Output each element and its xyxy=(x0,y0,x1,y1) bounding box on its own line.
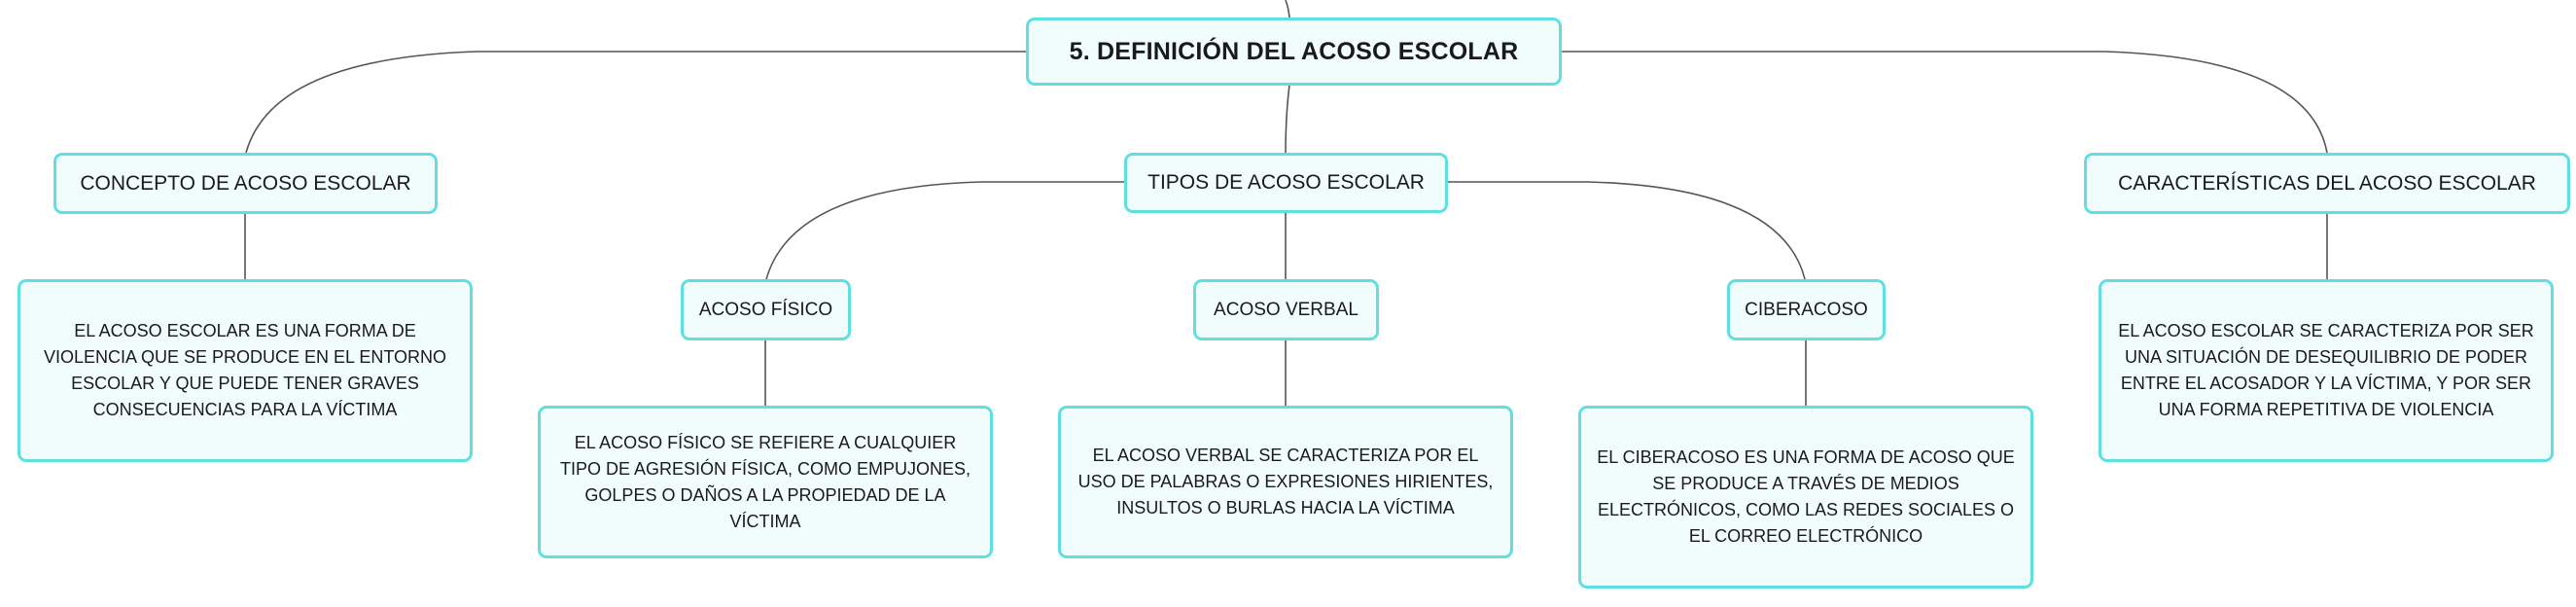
topic-acoso-fisico-label: ACOSO FÍSICO xyxy=(698,299,833,320)
desc-acoso-fisico[interactable]: EL ACOSO FÍSICO SE REFIERE A CUALQUIER T… xyxy=(538,406,993,558)
topic-caracteristicas[interactable]: CARACTERÍSTICAS DEL ACOSO ESCOLAR xyxy=(2084,153,2570,214)
topic-tipos[interactable]: TIPOS DE ACOSO ESCOLAR xyxy=(1124,153,1448,213)
desc-ciberacoso[interactable]: EL CIBERACOSO ES UNA FORMA DE ACOSO QUE … xyxy=(1578,406,2033,589)
connector-root-tipos xyxy=(1285,84,1290,154)
connector-tipos-ciber xyxy=(1446,181,1806,280)
desc-acoso-verbal-text: EL ACOSO VERBAL SE CARACTERIZA POR EL US… xyxy=(1077,446,1494,518)
desc-caracteristicas[interactable]: EL ACOSO ESCOLAR SE CARACTERIZA POR SER … xyxy=(2099,279,2554,462)
topic-concepto-label: CONCEPTO DE ACOSO ESCOLAR xyxy=(80,171,411,195)
desc-caracteristicas-text: EL ACOSO ESCOLAR SE CARACTERIZA POR SER … xyxy=(2118,321,2534,419)
topic-caracteristicas-label: CARACTERÍSTICAS DEL ACOSO ESCOLAR xyxy=(2118,171,2536,195)
topic-acoso-fisico[interactable]: ACOSO FÍSICO xyxy=(681,279,851,340)
desc-acoso-fisico-text: EL ACOSO FÍSICO SE REFIERE A CUALQUIER T… xyxy=(559,432,971,531)
topic-ciberacoso-label: CIBERACOSO xyxy=(1745,299,1868,320)
connector-root-caracteristicas xyxy=(1561,51,2328,154)
topic-acoso-verbal-label: ACOSO VERBAL xyxy=(1214,299,1359,320)
topic-concepto[interactable]: CONCEPTO DE ACOSO ESCOLAR xyxy=(53,153,438,214)
desc-concepto-text: EL ACOSO ESCOLAR ES UNA FORMA DE VIOLENC… xyxy=(43,321,447,419)
desc-concepto[interactable]: EL ACOSO ESCOLAR ES UNA FORMA DE VIOLENC… xyxy=(18,279,473,462)
root-topic[interactable]: 5. DEFINICIÓN DEL ACOSO ESCOLAR xyxy=(1026,18,1562,86)
desc-acoso-verbal[interactable]: EL ACOSO VERBAL SE CARACTERIZA POR EL US… xyxy=(1058,406,1513,558)
connector-parent-root xyxy=(1285,0,1290,18)
desc-ciberacoso-text: EL CIBERACOSO ES UNA FORMA DE ACOSO QUE … xyxy=(1597,447,2015,546)
root-topic-label: 5. DEFINICIÓN DEL ACOSO ESCOLAR xyxy=(1069,37,1519,65)
topic-acoso-verbal[interactable]: ACOSO VERBAL xyxy=(1193,279,1379,340)
topic-ciberacoso[interactable]: CIBERACOSO xyxy=(1727,279,1886,340)
connector-tipos-fisico xyxy=(765,181,1126,280)
topic-tipos-label: TIPOS DE ACOSO ESCOLAR xyxy=(1147,171,1425,194)
connector-root-concepto xyxy=(245,51,1026,154)
